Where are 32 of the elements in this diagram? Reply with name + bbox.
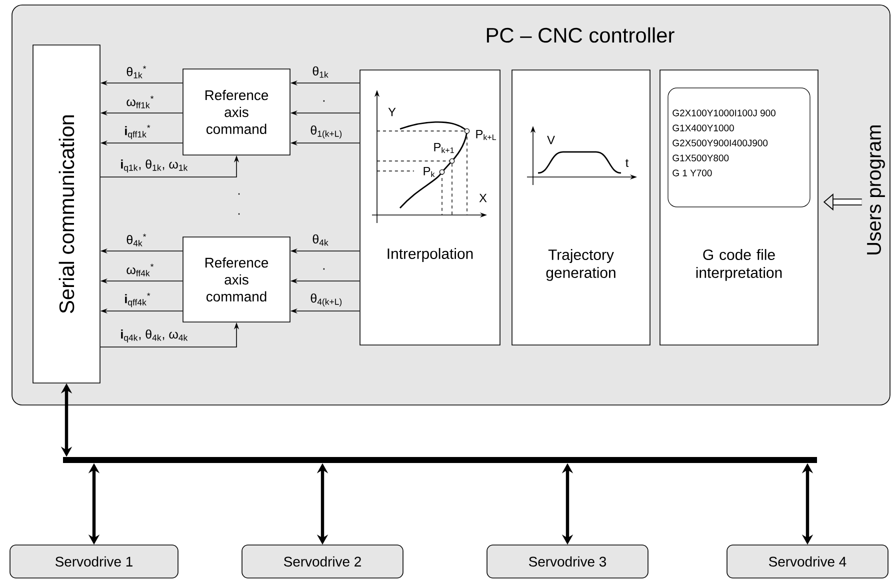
point-label: P$_{k+1}$ [434,142,454,153]
edge-label: i$_{q1k}$, θ$_{1k}$, ω$_{1k}$ [119,158,190,174]
edge-label: θ$_{4k}$* [125,232,148,248]
point-label: P$_{k}$ [424,166,435,177]
edge-label: i$_{q4k}$, θ$_{4k}$, ω$_{4k}$ [119,328,190,344]
servodrive-box: Servodrive 4 [726,544,888,578]
ellipsis-dot: . [238,213,240,215]
point-label: P$_{k+L}$ [476,130,496,140]
code-listing-box: G2X100Y1000I100J 900 G1X400Y1000 G2X500Y900I400J900 G1X500Y800 G 1 Y700 [668,88,810,208]
servodrive-box: Servodrive 3 [486,544,648,578]
axis-label: Y [388,108,396,116]
edge-label: θ$_{1(k+L)}$ [309,124,344,140]
edge-label: i$_{qff1k}$* [123,124,152,140]
process-box: Reference axis command [182,236,290,322]
ellipsis-dot: . [238,193,240,195]
servodrive-box: Servodrive 1 [10,544,178,578]
edge-label: θ$_{1k}$* [125,64,148,80]
process-box: Reference axis command [182,68,290,156]
edge-label: ω$_{ff4k}$* [125,262,156,278]
edge-label: . [321,99,327,103]
edge-label: θ$_{4(k+L)}$ [309,292,344,308]
edge-label: θ$_{1k}$ [311,65,330,79]
axis-label: V [547,136,555,144]
edge-label: i$_{qff4k}$* [123,292,152,308]
serial-communication-box: Serial communication [32,44,100,384]
edge-label: ω$_{ff1k}$* [125,94,156,110]
edge-label: . [321,267,327,271]
axis-label: X [479,194,487,202]
side-label: Users program [867,125,885,254]
axis-label: t [626,159,629,167]
servodrive-box: Servodrive 2 [242,544,404,578]
edge-label: θ$_{4k}$ [311,233,330,247]
